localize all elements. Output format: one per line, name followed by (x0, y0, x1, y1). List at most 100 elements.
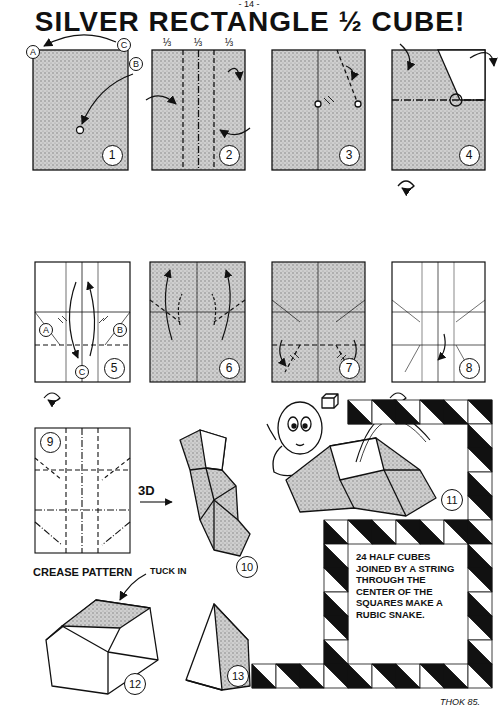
point-letter: B (129, 57, 143, 71)
step-2 (198, 50, 199, 170)
rubic-snake (468, 592, 492, 616)
step-8 (392, 262, 485, 382)
rubic-snake (420, 664, 444, 688)
node-label: 12 (129, 679, 141, 690)
point-letter: A (26, 45, 40, 59)
note-box: 24 HALF CUBES JOINED BY A STRING THROUGH… (352, 548, 464, 623)
step-1 (77, 127, 84, 134)
rubic-snake (324, 640, 348, 664)
step-11 (296, 444, 304, 446)
step-number: 2 (219, 145, 240, 166)
step-9 (35, 458, 62, 480)
step-6 (150, 312, 245, 313)
step-number: 11 (441, 489, 463, 511)
step-5 (82, 262, 83, 382)
step-7 (285, 345, 300, 372)
step-number: 5 (104, 358, 125, 379)
rubic-snake (372, 520, 396, 544)
rubic-snake (468, 592, 492, 616)
rubic-snake (348, 400, 372, 424)
step-9 (35, 428, 130, 553)
step-11 (288, 417, 298, 431)
step-number: 9 (40, 432, 61, 453)
step-4 (438, 50, 485, 100)
step-5 (69, 282, 78, 358)
point-letter: C (117, 38, 131, 52)
point-letter: B (113, 323, 127, 337)
step-12 (46, 574, 158, 694)
node-label: 1 (109, 149, 116, 161)
step-4 (398, 181, 414, 190)
step-3 (346, 66, 353, 80)
step-11 (303, 424, 307, 428)
rubic-snake (420, 520, 444, 544)
rubic-snake (324, 520, 348, 544)
step-9 (102, 522, 130, 545)
rubic-snake (468, 664, 492, 688)
step-7 (336, 300, 365, 322)
step-5 (35, 312, 60, 345)
step-6 (150, 262, 245, 382)
rubic-snake (324, 616, 348, 640)
rubic-snake (468, 448, 492, 472)
step-5 (35, 262, 130, 402)
step-number: 13 (227, 665, 249, 687)
step-11 (278, 402, 322, 454)
page-title: SILVER RECTANGLE ½ CUBE! (0, 8, 500, 36)
rubic-snake (468, 544, 492, 568)
rubic-snake (420, 400, 444, 424)
step-1 (44, 35, 116, 46)
rubic-snake (324, 568, 348, 592)
step-3 (315, 101, 321, 107)
step-10 (180, 430, 250, 556)
step-8 (454, 262, 455, 382)
node-label: C (79, 368, 86, 377)
step-7 (272, 262, 365, 382)
rubic-snake (372, 664, 396, 688)
step-3 (272, 50, 365, 170)
step-number: 12 (124, 673, 146, 695)
step-12 (108, 628, 120, 652)
step-12 (108, 652, 158, 660)
step-5 (98, 262, 99, 382)
rubic-snake (348, 664, 372, 688)
node-label: 11 (446, 495, 457, 506)
node-label: 13 (232, 671, 244, 682)
rubic-snake (444, 664, 468, 688)
step-11 (286, 438, 436, 516)
step-9 (35, 469, 130, 470)
step-10 (180, 430, 250, 556)
step-10 (200, 430, 226, 470)
step-6 (197, 262, 198, 382)
step-3 (337, 50, 358, 104)
rubic-snake (396, 520, 420, 544)
step-4 (400, 44, 410, 70)
step-number: 10 (236, 556, 258, 578)
node-label: 9 (47, 436, 54, 448)
step-number: 7 (339, 358, 360, 379)
node-label: 5 (111, 362, 118, 374)
rubic-snake (468, 616, 492, 640)
step-5 (58, 316, 108, 323)
step-11 (384, 470, 406, 516)
rubic-snake (276, 664, 300, 688)
rubic-snake (468, 400, 492, 424)
step-13 (214, 604, 250, 690)
step-11 (273, 446, 298, 476)
rubic-snake (324, 616, 348, 640)
step-6 (222, 270, 230, 340)
rubic-snake (348, 520, 372, 544)
rubic-snake (300, 664, 324, 688)
rubic-snake (468, 424, 492, 448)
node-label: 3 (346, 149, 353, 161)
step-11 (360, 420, 426, 462)
section-label: CREASE PATTERN (33, 567, 132, 578)
rubic-snake (468, 544, 492, 568)
view-label: 3D (138, 484, 155, 497)
step-number: 8 (459, 358, 480, 379)
fraction-mark: ⅓ (194, 38, 202, 48)
rubic-snake (324, 568, 348, 592)
step-number: 6 (219, 358, 240, 379)
node-label: 7 (346, 362, 353, 374)
